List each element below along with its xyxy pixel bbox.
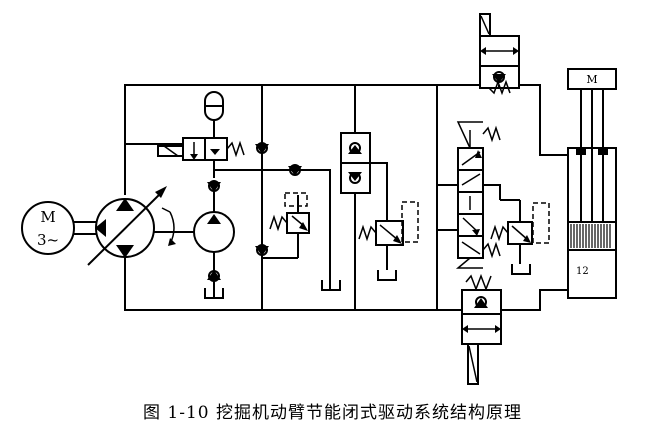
valve-bottom (461, 273, 502, 385)
accumulator (204, 91, 224, 138)
auxiliary-pump (154, 180, 235, 299)
motor-phase: 3~ (37, 231, 59, 249)
solenoid-valve-left (125, 137, 245, 178)
check-valves-line1 (255, 142, 269, 256)
pump-arrow-left-icon (95, 219, 106, 237)
hydraulic-schematic: M 3~ (21, 13, 617, 385)
pump-arrow-down-icon (116, 245, 134, 258)
actuator-motor-label: M (586, 73, 597, 86)
electric-motor: M 3~ (21, 201, 75, 255)
motor-circle-icon (21, 201, 75, 255)
shuttle-valve (340, 132, 388, 210)
aux-pump-arrow-icon (207, 214, 221, 224)
motor-letter: M (40, 208, 55, 226)
pump-arrow-up-icon (116, 198, 134, 211)
rack-teeth (570, 224, 611, 248)
hydraulic-cylinder: M 12 (567, 68, 617, 299)
proportional-valve-right (437, 121, 501, 269)
circuit-frame-lines (124, 84, 568, 311)
variable-pump (87, 186, 176, 266)
figure-caption: 图 1-10 挖掘机动臂节能闭式驱动系统结构原理 (143, 403, 522, 423)
motor-shaft-coupling (74, 221, 97, 235)
cylinder-number: 12 (576, 266, 589, 277)
relief-valve-right (490, 199, 550, 275)
valve-top (479, 13, 520, 96)
relief-valve-module (214, 164, 341, 291)
variable-arrow-icon (155, 186, 167, 198)
relief-valve-center (358, 201, 419, 281)
